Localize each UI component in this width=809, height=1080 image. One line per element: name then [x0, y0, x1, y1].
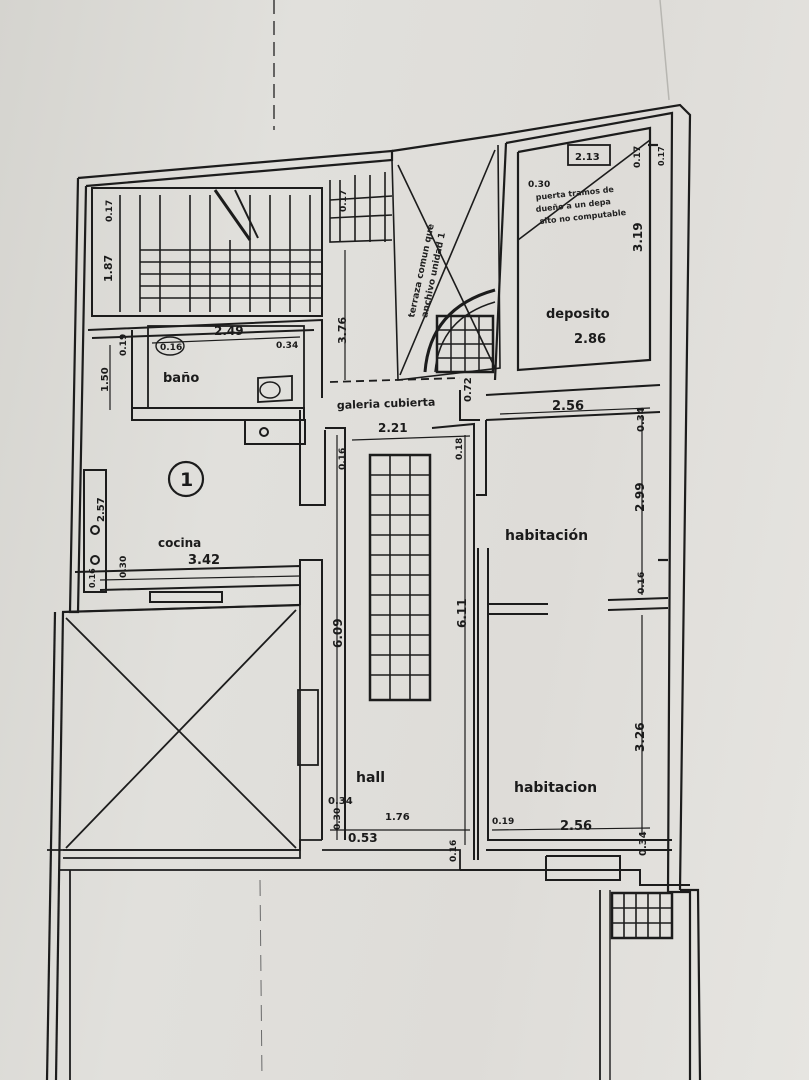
staircase [91, 172, 393, 317]
dim-room1-height: 2.99 [633, 482, 647, 512]
unit-number: 1 [180, 469, 193, 491]
dim-room2-height: 3.26 [633, 722, 647, 752]
paper-edge [659, 0, 670, 101]
dim-deposit-left: 0.30 [528, 180, 550, 190]
dim-gallery-width: 2.21 [378, 421, 408, 435]
dim-bath-circle: 0.16 [160, 343, 182, 353]
dim-deposit-top: 2.13 [575, 152, 600, 163]
dim-bath-inner: 0.34 [276, 341, 298, 351]
room-label-cocina: cocina [158, 536, 201, 550]
dim-kitchen-left-3: 0.16 [88, 568, 97, 588]
dim-room2-left: 0.19 [492, 817, 514, 827]
outer-walls [45, 103, 702, 1080]
dim-deposit-right-2: 0.17 [657, 146, 666, 166]
paper-fold-line [259, 879, 263, 1080]
dim-bath-height: 1.50 [100, 367, 111, 392]
dim-stair-left-2: 0.17 [105, 200, 115, 222]
dim-deposit-width: 2.86 [574, 332, 606, 347]
room-label-habitacion-1: habitación [505, 528, 588, 544]
dim-kitchen-left-2: 0.30 [119, 556, 129, 578]
dim-stair-left-1: 1.87 [102, 255, 115, 282]
dimension-lines [99, 250, 651, 845]
dim-hall-bottom-2: 0.30 [333, 808, 343, 830]
room-label-habitacion-2: habitacion [514, 780, 597, 796]
dim-hall-bottom-3: 0.53 [348, 831, 378, 845]
terrace [391, 144, 501, 381]
dim-room1-wall: 0.16 [637, 572, 647, 594]
dim-room1-width: 2.56 [552, 399, 584, 414]
dim-deposit-height: 3.19 [631, 222, 645, 252]
dim-hall-bottom-1: 0.34 [328, 796, 353, 807]
dim-room2-width: 2.56 [560, 819, 592, 834]
hall-grate [368, 453, 432, 702]
room-label-hall: hall [356, 770, 385, 786]
dim-bath-circle-ring [155, 336, 185, 356]
dim-room1-side: 0.34 [636, 407, 647, 432]
bedrooms [460, 411, 690, 1080]
room-label-bano: baño [163, 371, 199, 386]
dim-hall-height-left: 6.09 [331, 618, 345, 648]
dim-kitchen-width: 3.42 [188, 553, 220, 568]
dim-bath-side: 0.19 [119, 334, 129, 356]
dim-wall-b: 0.18 [455, 438, 465, 460]
room-label-deposito: deposito [546, 307, 610, 322]
unit-number-circle [167, 460, 205, 498]
dim-hall-bottom-4: 0.16 [449, 840, 459, 862]
dim-stair-right: 0.17 [339, 190, 349, 212]
deposit-box [567, 144, 611, 166]
courtyard [47, 604, 461, 1080]
dim-bath-width: 2.49 [214, 324, 244, 338]
gallery [299, 377, 661, 860]
dim-hall-width: 1.76 [385, 812, 410, 823]
room-label-galeria: galeria cubierta [337, 396, 436, 412]
bathroom [87, 318, 326, 506]
kitchen [74, 469, 301, 603]
dim-wall-a: 0.16 [338, 448, 348, 470]
dim-deposit-right-1: 0.17 [633, 146, 643, 168]
terrace-grate [435, 314, 495, 374]
drain-grate [610, 891, 674, 940]
deposit-diagonal [517, 139, 651, 241]
dim-hall-height-right: 6.11 [455, 598, 469, 628]
dim-kitchen-left-1: 2.57 [96, 497, 107, 522]
dim-gallery-right: 0.72 [463, 377, 474, 402]
dim-gallery-height: 3.76 [336, 317, 349, 344]
dim-room2-side: 0.34 [638, 831, 649, 856]
